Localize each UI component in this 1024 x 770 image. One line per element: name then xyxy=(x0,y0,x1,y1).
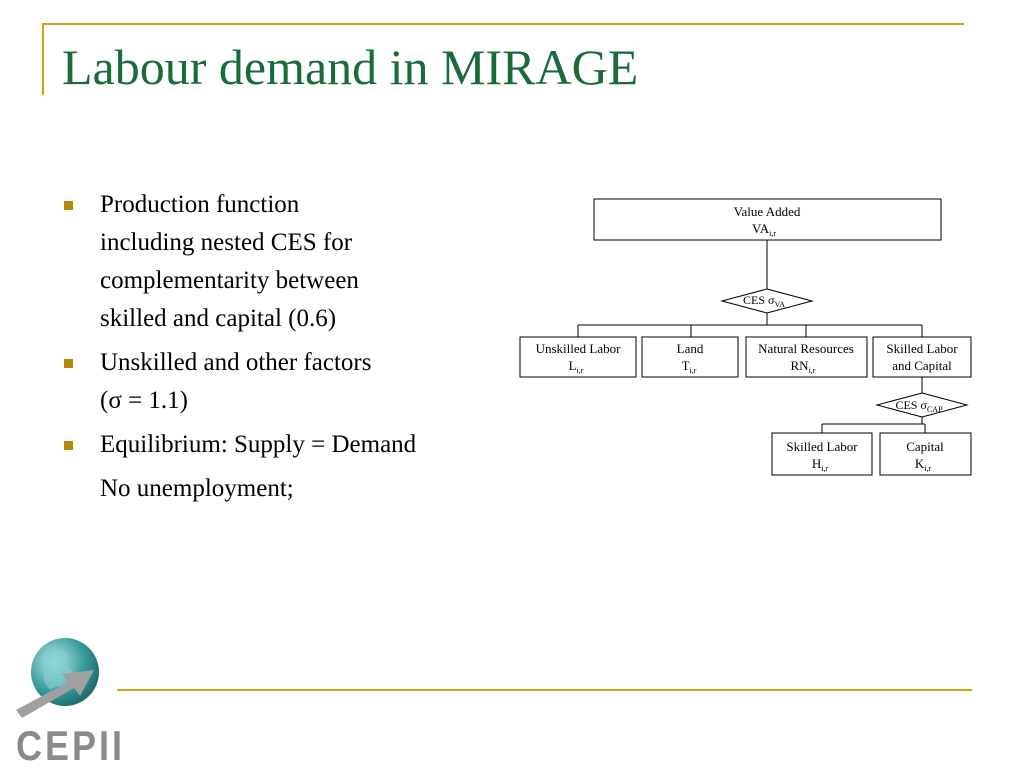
ces-cap-label: CES σCAP xyxy=(895,398,943,414)
bottom-rule xyxy=(117,689,972,691)
node-symbol-va: VAi,r xyxy=(752,221,776,238)
cepii-logo-text: CEPII xyxy=(16,722,126,770)
note-no-unemployment: No unemployment; xyxy=(100,475,294,502)
node-box-natural-resources xyxy=(745,336,868,378)
node-box-land xyxy=(641,336,739,378)
bullet-text-line: Equilibrium: Supply = Demand xyxy=(100,431,417,458)
node-label-unskilled-labor: Unskilled Labor xyxy=(536,341,622,356)
slide-title: Labour demand in MIRAGE xyxy=(62,39,639,95)
node-label-skilled-labor: Skilled Labor xyxy=(786,439,858,454)
bullet-item-production: Production function including nested CES… xyxy=(62,186,502,338)
bullet-text-line: skilled and capital (0.6) xyxy=(100,305,337,332)
left-rule xyxy=(42,23,44,95)
square-bullet-icon xyxy=(64,359,73,368)
node-symbol-k: Ki,r xyxy=(915,456,932,473)
node-label-land: Land xyxy=(677,341,704,356)
node-symbol-h: Hi,r xyxy=(812,456,829,473)
node-box-capital xyxy=(879,432,972,476)
globe-arrow-icon xyxy=(16,638,99,718)
node-symbol-l: Li,r xyxy=(569,358,584,375)
node-label-and-capital: and Capital xyxy=(892,358,952,373)
node-box-skilled-labor xyxy=(771,432,873,476)
bullet-text-line: complementarity between xyxy=(100,267,359,294)
node-symbol-rn: RNi,r xyxy=(791,358,816,375)
node-label-capital: Capital xyxy=(906,439,944,454)
bullet-text-line: including nested CES for xyxy=(100,229,353,256)
square-bullet-icon xyxy=(64,201,73,210)
top-rule xyxy=(42,23,964,25)
node-label-skilled-labor-and: Skilled Labor xyxy=(886,341,958,356)
node-box-value-added xyxy=(593,198,942,241)
bullet-text-line: (σ = 1.1) xyxy=(100,387,188,414)
node-box-unskilled-labor xyxy=(519,336,637,378)
bullet-text-line: Production function xyxy=(100,191,300,218)
bullet-list: Production function including nested CES… xyxy=(62,186,502,508)
bullet-item-unskilled: Unskilled and other factors (σ = 1.1) xyxy=(62,344,502,420)
square-bullet-icon xyxy=(64,441,73,450)
bullet-text-line: Unskilled and other factors xyxy=(100,349,372,376)
ces-va-label: CES σVA xyxy=(743,293,785,309)
node-symbol-t: Ti,r xyxy=(682,358,697,375)
bullet-item-equilibrium: Equilibrium: Supply = Demand xyxy=(62,426,502,464)
node-label-natural-resources: Natural Resources xyxy=(758,341,854,356)
node-label-value-added: Value Added xyxy=(734,204,801,219)
cepii-logo xyxy=(10,634,120,764)
